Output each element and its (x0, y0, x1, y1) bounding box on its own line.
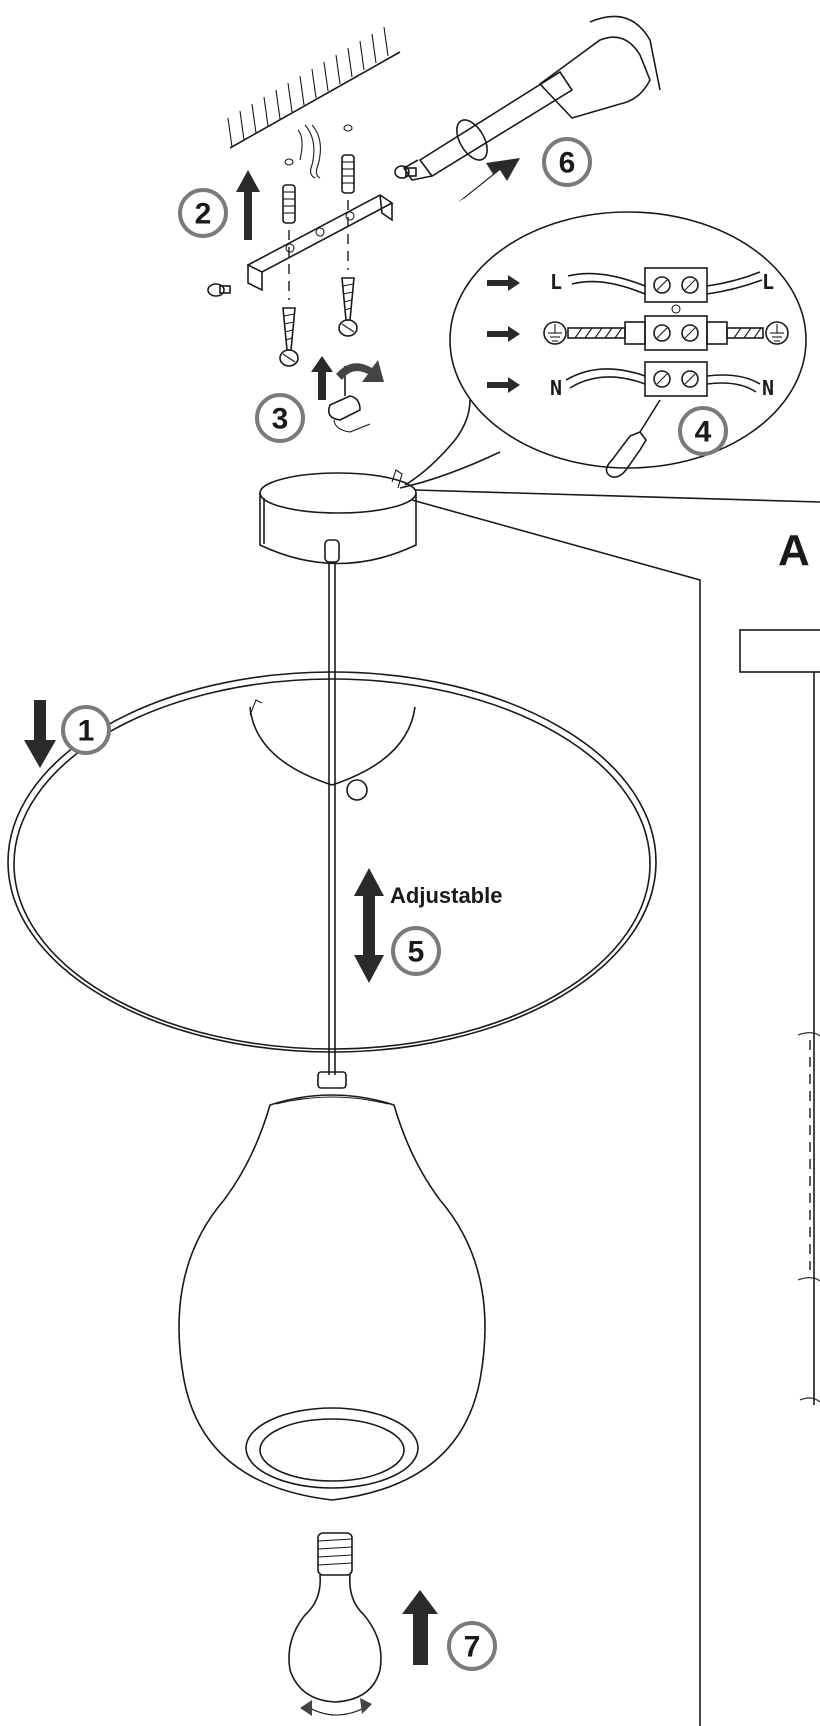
ceiling-hatch (227, 26, 401, 149)
ground-icon (543, 321, 567, 345)
step-badge-5: 5 (391, 926, 441, 976)
wall-plug-right (341, 124, 355, 194)
suspension-cable (324, 539, 340, 1075)
step-number-3: 3 (272, 403, 289, 436)
wires (565, 271, 764, 393)
wire-label-live-right: L (762, 270, 774, 294)
step7-arrow-icon (402, 1590, 438, 1665)
ground-icon-right (765, 321, 789, 345)
wall-plug-left (282, 158, 296, 224)
step-number-6: 6 (559, 147, 576, 180)
step6-arrow-icon (458, 158, 520, 202)
wiring-callout (399, 211, 807, 489)
mounting-bracket (246, 194, 394, 292)
ceiling-canopy (259, 469, 417, 565)
step-badge-3: 3 (255, 393, 305, 443)
wire-arrows (487, 275, 520, 393)
step-number-4: 4 (695, 416, 712, 449)
terminal-block (624, 267, 728, 397)
step-number-5: 5 (408, 936, 425, 969)
step2-arrow-icon (236, 170, 260, 240)
step-badge-6: 6 (542, 137, 592, 187)
step-number-7: 7 (464, 1631, 481, 1664)
step-number-1: 1 (78, 715, 95, 748)
wire-label-neutral-left: N (550, 376, 562, 400)
step-badge-4: 4 (678, 406, 728, 456)
light-bulb-icon (288, 1532, 382, 1716)
small-screwdriver-icon (605, 399, 661, 478)
wire-label-neutral-right: N (762, 376, 774, 400)
small-screw-left (207, 283, 231, 297)
step-badge-2: 2 (178, 188, 228, 238)
dashed-guides (288, 200, 349, 300)
screw-left (279, 307, 299, 367)
lamp-shade (7, 671, 657, 1053)
step3-hand-screwdriver-icon (311, 356, 384, 433)
screw-right (338, 277, 358, 337)
step1-arrow-icon (24, 700, 56, 768)
step-badge-1: 1 (61, 705, 111, 755)
wires-bundle (297, 124, 321, 179)
dimension-frame (411, 489, 820, 1726)
step-number-2: 2 (195, 198, 212, 231)
inset-letter-label: A (778, 526, 810, 575)
glass-globe (178, 1071, 486, 1501)
step-badge-7: 7 (447, 1621, 497, 1671)
wire-label-live-left: L (550, 270, 562, 294)
small-screw-right (394, 165, 417, 179)
step5-double-arrow-icon (354, 868, 384, 983)
screwdriver-icon (402, 15, 661, 181)
adjustable-label: Adjustable (390, 883, 502, 908)
